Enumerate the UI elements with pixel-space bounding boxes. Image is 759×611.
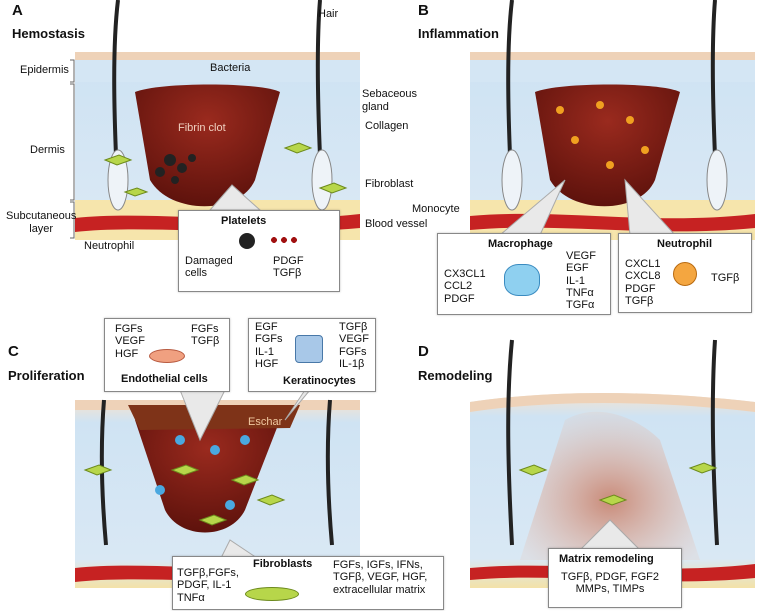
neutrophil-icon	[673, 262, 697, 286]
blood-vessel-label: Blood vessel	[365, 218, 428, 230]
panel-d-fibroblasts	[518, 462, 718, 506]
fibrin-clot-label: Fibrin clot	[178, 122, 226, 134]
fibroblast-label: Fibroblast	[365, 178, 414, 190]
platelets-callout: Platelets Damaged cells PDGF TGFβ	[178, 210, 340, 292]
neutrophil-right-factors: TGFβ	[711, 272, 740, 284]
keratinocyte-left-factors: EGF FGFs IL-1 HGF	[255, 321, 283, 370]
monocyte-label: Monocyte	[412, 203, 460, 215]
neutrophil-callout: Neutrophil CXCL1 CXCL8 PDGF TGFβ TGFβ	[618, 233, 752, 313]
sebaceous-label: Sebaceous gland	[362, 88, 418, 113]
keratinocyte-icon	[295, 335, 323, 363]
neutrophil-left-factors: CXCL1 CXCL8 PDGF TGFβ	[625, 258, 661, 307]
epidermis-label: Epidermis	[20, 64, 69, 76]
macrophage-icon	[504, 264, 540, 296]
panel-d-skin	[470, 393, 755, 588]
fibroblasts-right-factors: FGFs, IGFs, IFNs, TGFβ, VEGF, HGF, extra…	[333, 559, 428, 596]
panel-a-letter: A	[12, 2, 23, 19]
keratinocyte-title: Keratinocytes	[283, 375, 356, 387]
neutrophil-title: Neutrophil	[657, 238, 712, 250]
panel-a-fibroblasts	[103, 142, 348, 197]
platelet-factors: PDGF TGFβ	[273, 255, 304, 280]
endothelial-cell-icon	[149, 349, 185, 363]
macrophage-left-factors: CX3CL1 CCL2 PDGF	[444, 268, 486, 305]
platelet-icon	[239, 233, 255, 249]
fibroblasts-left-factors: TGFβ,FGFs, PDGF, IL-1 TNFα	[177, 567, 239, 604]
hair-label: Hair	[318, 8, 339, 20]
macrophage-callout: Macrophage CX3CL1 CCL2 PDGF VEGF EGF IL-…	[437, 233, 611, 315]
platelets-title: Platelets	[221, 215, 267, 227]
dermis-label: Dermis	[30, 144, 65, 156]
macrophage-title: Macrophage	[488, 238, 553, 250]
neutrophil-label: Neutrophil	[84, 240, 135, 252]
fibroblasts-title: Fibroblasts	[253, 558, 313, 570]
endothelial-right-factors: FGFs TGFβ	[191, 323, 220, 348]
collagen-label: Collagen	[365, 120, 409, 132]
eschar-label: Eschar	[248, 416, 283, 428]
subcutaneous-label: Subcutaneous layer	[6, 210, 77, 235]
panel-d-letter: D	[418, 343, 429, 360]
panel-d-title: Remodeling	[418, 368, 493, 383]
panel-c-title: Proliferation	[8, 368, 85, 383]
keratinocyte-right-factors: TGFβ VEGF FGFs IL-1β	[339, 321, 369, 370]
layer-brackets	[70, 59, 75, 239]
panel-b-title: Inflammation	[418, 26, 499, 41]
matrix-remodeling-factors: TGFβ, PDGF, FGF2 MMPs, TIMPs	[561, 571, 659, 596]
endothelial-title: Endothelial cells	[121, 373, 208, 385]
panel-a-hair	[107, 0, 333, 211]
panel-a-title: Hemostasis	[12, 26, 85, 41]
panel-b-hair	[501, 0, 728, 211]
panel-c-hair	[99, 399, 334, 546]
platelet-cluster	[155, 154, 196, 184]
fibroblast-icon	[245, 587, 299, 601]
panel-b-letter: B	[418, 2, 429, 19]
panel-d-hair	[506, 339, 719, 546]
bacteria-label: Bacteria	[210, 62, 251, 74]
panel-c-macrophages	[155, 435, 250, 510]
keratinocyte-callout: EGF FGFs IL-1 HGF TGFβ VEGF FGFs IL-1β K…	[248, 318, 376, 392]
damaged-cells-label: Damaged cells	[185, 255, 233, 280]
endothelial-callout: FGFs VEGF HGF FGFs TGFβ Endothelial cell…	[104, 318, 230, 392]
matrix-remodeling-title: Matrix remodeling	[559, 553, 654, 565]
fibroblasts-callout: Fibroblasts TGFβ,FGFs, PDGF, IL-1 TNFα F…	[172, 556, 444, 610]
panel-c-letter: C	[8, 343, 19, 360]
endothelial-left-factors: FGFs VEGF HGF	[115, 323, 145, 360]
panel-c-fibroblasts	[83, 464, 286, 526]
macrophage-right-factors: VEGF EGF IL-1 TNFα TGFα	[566, 250, 596, 312]
red-granules-icon	[269, 235, 299, 245]
matrix-remodeling-callout: Matrix remodeling TGFβ, PDGF, FGF2 MMPs,…	[548, 548, 682, 608]
panel-b-cells	[556, 101, 649, 169]
